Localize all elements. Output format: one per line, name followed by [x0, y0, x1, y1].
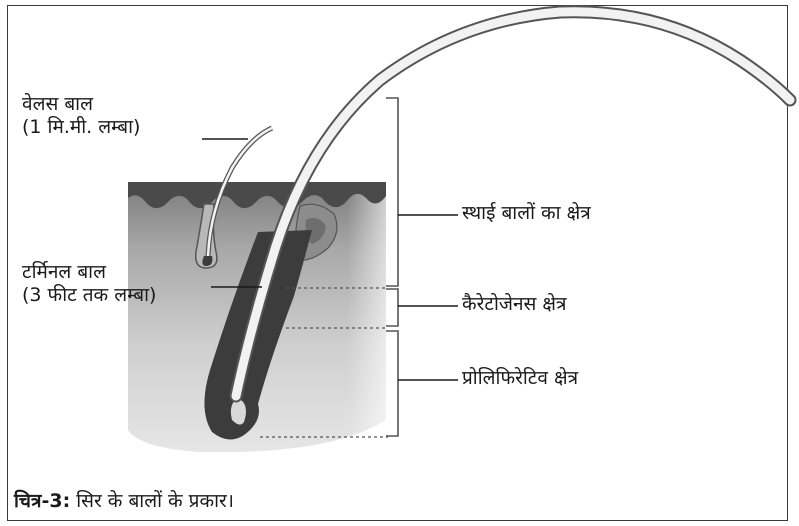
- terminal-hair-label: टर्मिनल बाल (3 फीट तक लम्बा): [22, 261, 156, 307]
- terminal-label-line2: (3 फीट तक लम्बा): [22, 284, 156, 306]
- vellus-hair-label: वेलस बाल (1 मि.मी. लम्बा): [22, 93, 140, 139]
- permanent-zone-label: स्थाई बालों का क्षेत्र: [462, 202, 591, 225]
- proliferative-zone-label: प्रोलिफिरेटिव क्षेत्र: [462, 367, 578, 390]
- caption-text: सिर के बालों के प्रकार।: [76, 490, 234, 512]
- keratogenous-zone-label: कैरेटोजेनस क्षेत्र: [462, 293, 567, 316]
- terminal-label-line1: टर्मिनल बाल: [22, 261, 106, 283]
- vellus-label-line1: वेलस बाल: [22, 93, 93, 115]
- vellus-label-line2: (1 मि.मी. लम्बा): [22, 116, 140, 138]
- caption-number: चित्र-3:: [14, 490, 70, 512]
- zone-brackets: [386, 98, 398, 436]
- figure-caption: चित्र-3: सिर के बालों के प्रकार।: [14, 487, 234, 513]
